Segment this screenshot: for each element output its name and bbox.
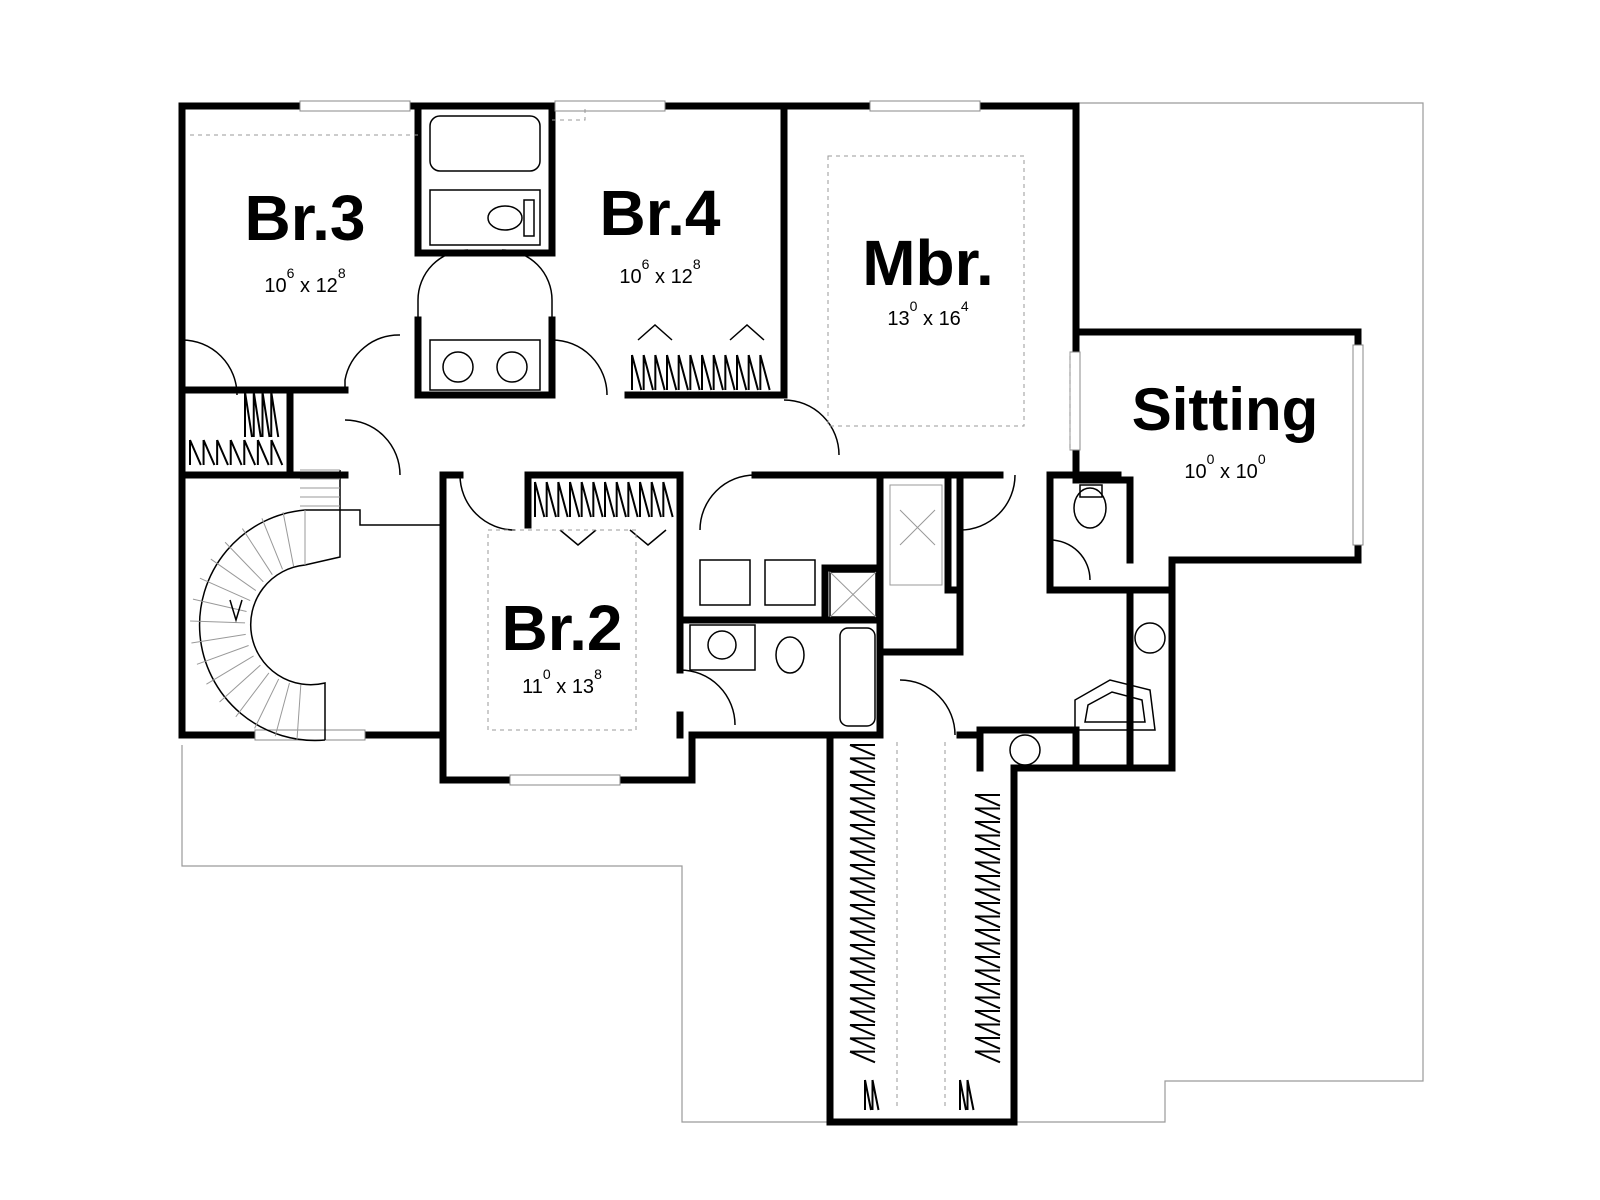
- stair-tread: [296, 684, 302, 740]
- dimension-feet: x: [917, 308, 938, 330]
- dimension-feet: x: [649, 266, 670, 288]
- room-name: Mbr.: [862, 227, 994, 299]
- dimension-inches: 8: [594, 666, 602, 682]
- dimension-inches: 8: [338, 265, 346, 281]
- spiral-stair: [190, 469, 440, 742]
- room-name: Br.3: [245, 182, 366, 254]
- dimension-feet: 12: [316, 275, 338, 297]
- dimension-feet: 12: [671, 266, 693, 288]
- dimension-inches: 8: [693, 256, 701, 272]
- room-dimensions: 130 x 164: [887, 298, 968, 330]
- stair-tread: [282, 512, 295, 567]
- stair-tread: [224, 541, 264, 583]
- stair-tread: [206, 655, 254, 685]
- stair-tread: [261, 518, 283, 570]
- closet-rod: [959, 1079, 975, 1111]
- closet-rod: [534, 481, 674, 518]
- room-label-br4: Br.4 106 x 128: [600, 177, 721, 288]
- stair-tread: [196, 645, 249, 665]
- dimension-feet: 10: [619, 266, 641, 288]
- dimension-feet: 10: [264, 275, 286, 297]
- stair-tread: [274, 682, 290, 737]
- site-outline: [181, 102, 1424, 1123]
- dimension-feet: x: [294, 275, 315, 297]
- dimension-feet: 10: [1236, 461, 1258, 483]
- stair-outline: [198, 470, 440, 742]
- windows: [254, 100, 1364, 786]
- dimension-inches: 0: [543, 666, 551, 682]
- dimension-inches: 4: [961, 298, 969, 314]
- stair-tread: [190, 620, 246, 624]
- stair-tread: [219, 664, 261, 703]
- room-label-mbr: Mbr.130 x 164: [862, 227, 994, 330]
- dimension-feet: 11: [522, 676, 543, 698]
- dimension-feet: x: [1214, 461, 1235, 483]
- room-dimensions: 106 x 128: [619, 256, 700, 288]
- door-swings: [181, 249, 1091, 736]
- dashed-outlines: [190, 106, 1071, 1110]
- dimension-inches: 6: [642, 256, 650, 272]
- dimension-feet: 13: [887, 308, 909, 330]
- stair-tread: [199, 577, 251, 602]
- stair-direction-arrow: [229, 599, 243, 623]
- room-label-br3: Br.3 106 x 128: [245, 182, 366, 297]
- stair-tread: [235, 672, 270, 718]
- dimension-inches: 0: [1207, 451, 1215, 467]
- room-name: Sitting: [1132, 376, 1319, 443]
- closet-rod: [849, 744, 876, 1064]
- room-dimensions: 110 x 138: [522, 666, 602, 698]
- room-dimensions: 100 x 100: [1184, 451, 1265, 483]
- stair-tread: [254, 678, 280, 729]
- dimension-feet: 10: [1184, 461, 1206, 483]
- stair-tread: [192, 598, 247, 612]
- fixtures: [429, 115, 1166, 766]
- stair-tread: [191, 633, 246, 644]
- stair-tread: [241, 528, 273, 575]
- closet-rod: [974, 794, 1001, 1064]
- dimension-feet: x: [551, 676, 572, 698]
- room-name: Br.4: [600, 177, 721, 249]
- closet-rod: [189, 439, 284, 466]
- dimension-feet: 13: [572, 676, 594, 698]
- closet-rod: [244, 391, 280, 438]
- dimension-inches: 0: [1258, 451, 1266, 467]
- walls: [178, 102, 1362, 1126]
- dimension-inches: 6: [287, 265, 295, 281]
- stair-tread: [210, 558, 257, 591]
- closet-rod: [631, 354, 771, 391]
- dimension-feet: 16: [939, 308, 961, 330]
- closet-rod: [864, 1079, 880, 1111]
- closet-hangers: [189, 354, 1001, 1111]
- dimension-inches: 0: [910, 298, 918, 314]
- room-dimensions: 106 x 128: [264, 265, 345, 297]
- room-name: Br.2: [502, 592, 623, 664]
